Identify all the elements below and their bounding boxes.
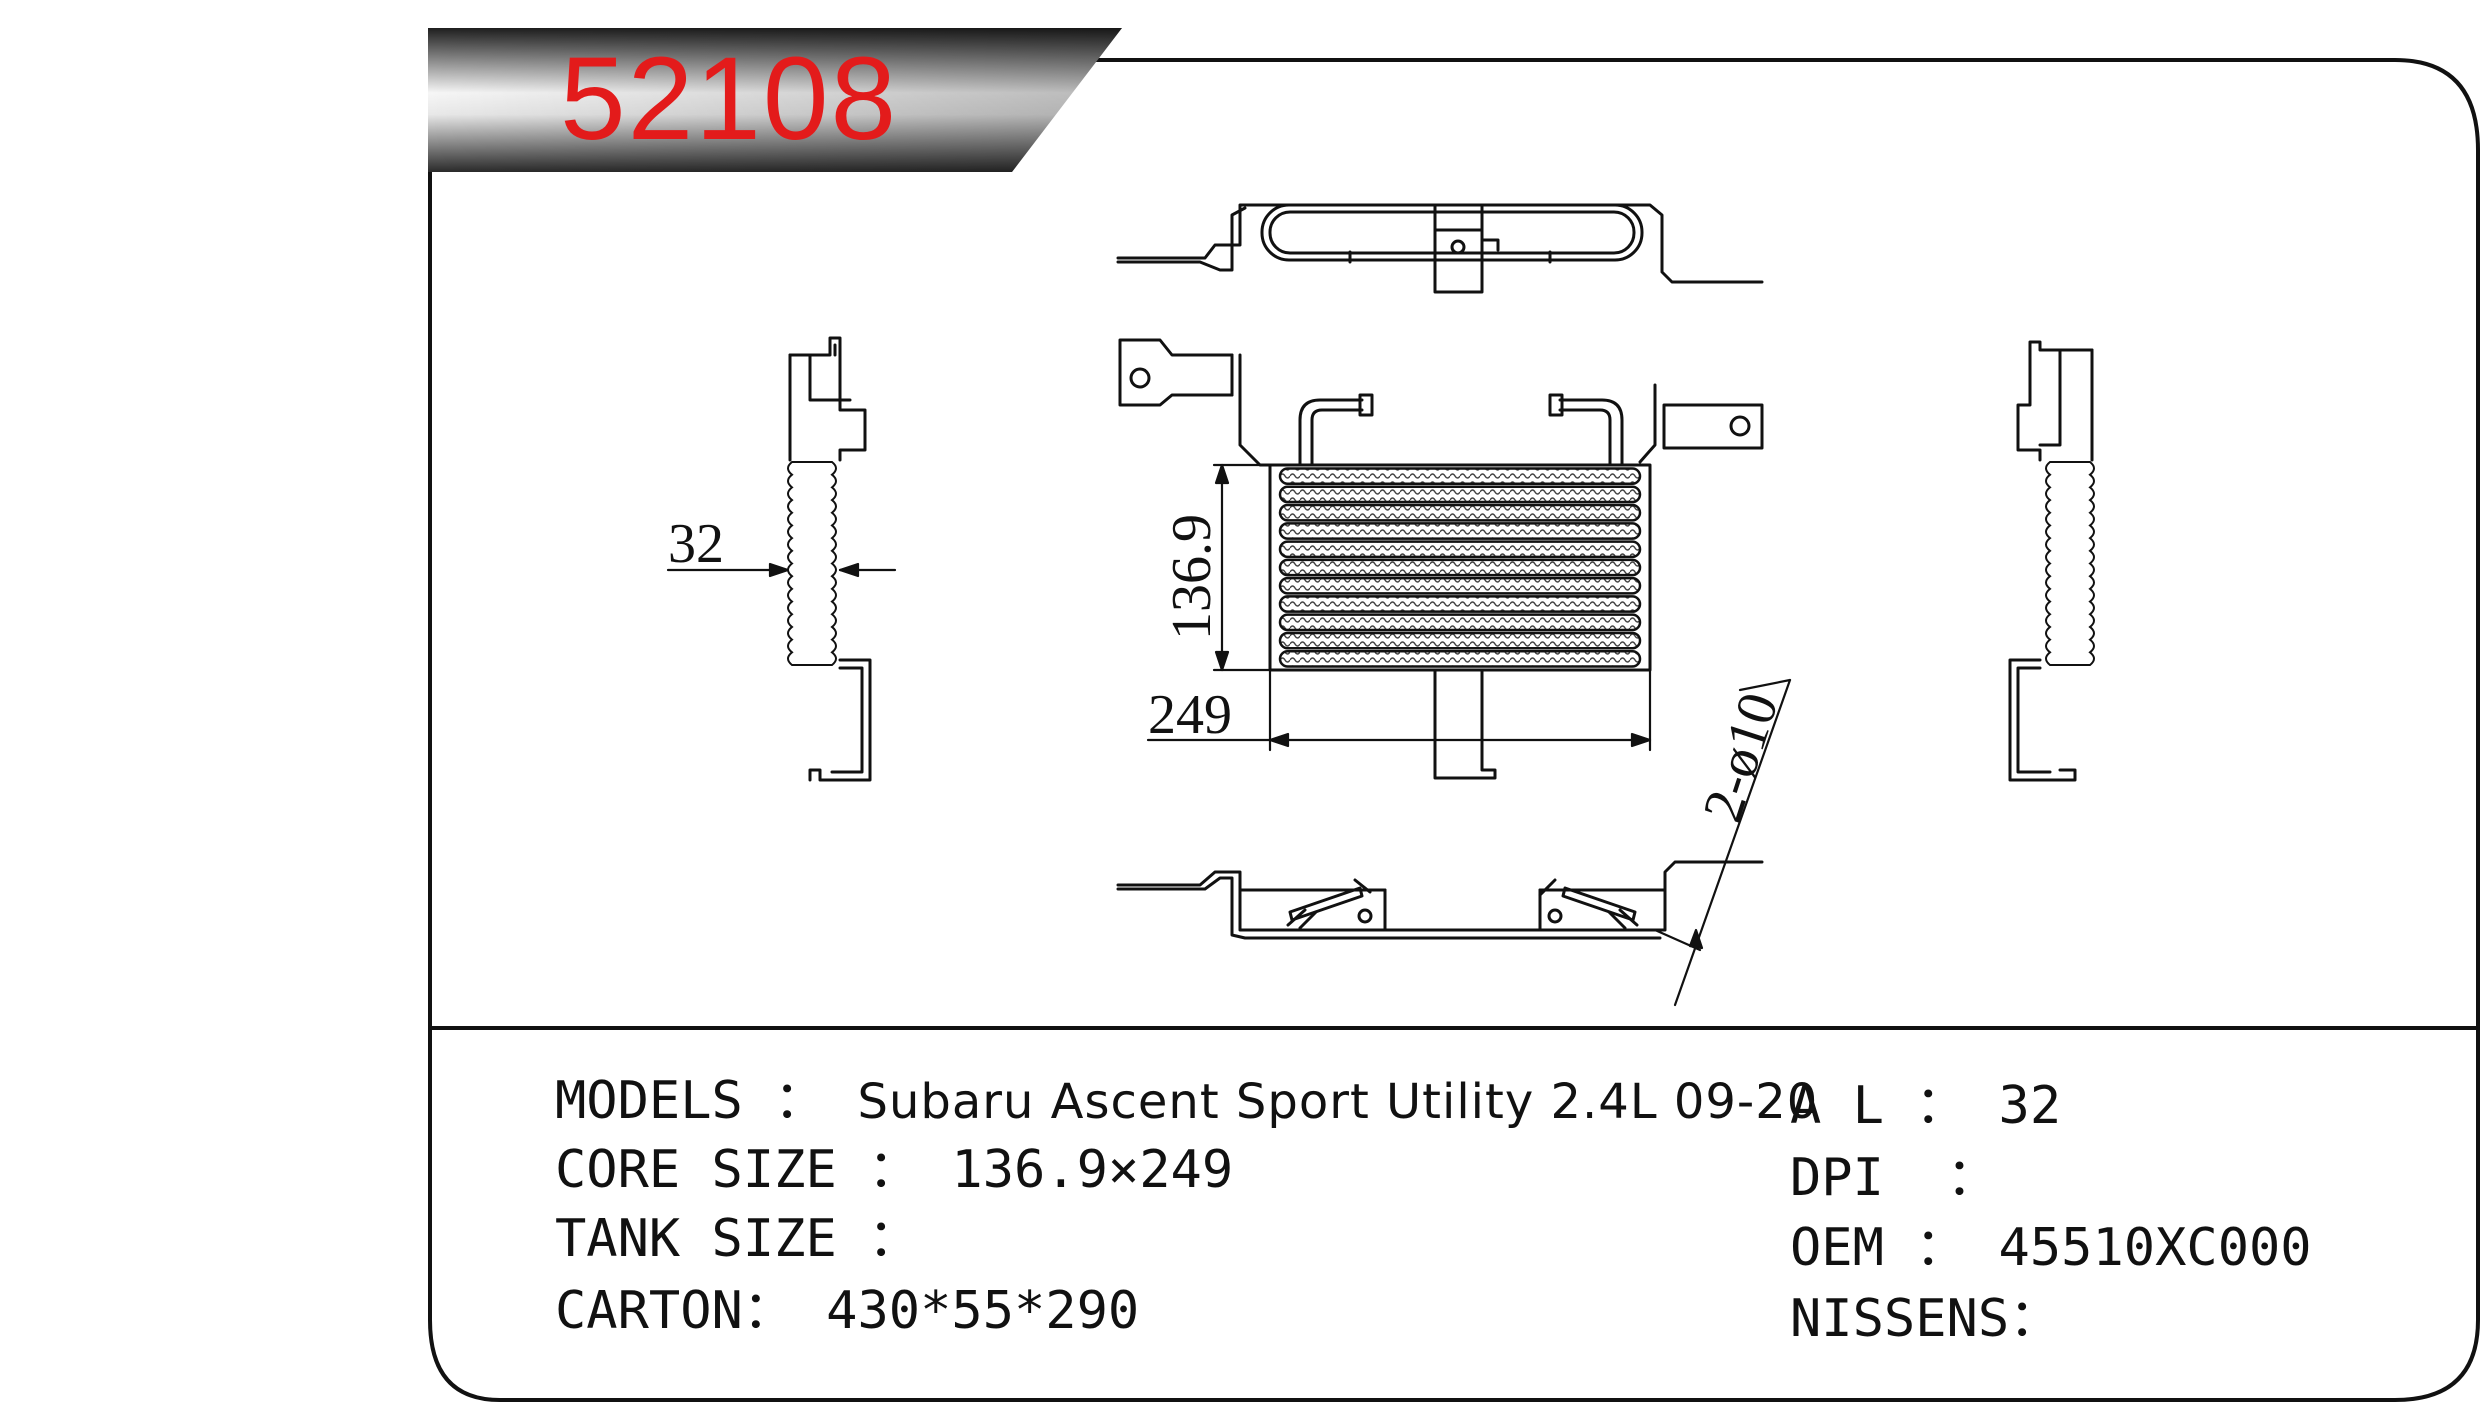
spec-core-size-value: 136.9×249 (951, 1140, 1234, 1200)
core-tube (1278, 576, 1642, 595)
core-tube (1278, 649, 1642, 668)
dim-core-height: 136.9 (1161, 514, 1223, 640)
right-side-view (2008, 340, 2094, 782)
spec-models-value: Subaru Ascent Sport Utility 2.4L 09-20 (857, 1074, 1819, 1130)
spec-oem: OEM ： 45510XC000 (1790, 1218, 2312, 1278)
spec-nissens: NISSENS： (1790, 1289, 2062, 1349)
top-view (1116, 203, 1764, 294)
dimension-lines (666, 463, 1792, 1007)
core-tube (1278, 522, 1642, 540)
core-tube (1278, 558, 1642, 577)
spec-tank-size: TANK SIZE ： (555, 1209, 952, 1269)
spec-al: A L ： 32 (1790, 1076, 2062, 1136)
dim-side-width: 32 (668, 513, 724, 575)
dim-holes: 2-ø10 (1691, 686, 1790, 829)
spec-oem-value: 45510XC000 (1998, 1218, 2312, 1278)
left-side-core (787, 461, 837, 666)
spec-carton: CARTON： 430*55*290 (555, 1281, 1140, 1341)
spec-core-size: CORE SIZE ： 136.9×249 (555, 1140, 1234, 1200)
core-tube (1278, 503, 1642, 522)
spec-carton-value: 430*55*290 (826, 1281, 1140, 1341)
right-side-core (2045, 461, 2095, 666)
left-side-view (788, 336, 872, 782)
core-tube (1278, 540, 1642, 559)
core-tubes (1278, 467, 1642, 668)
frame-outline (428, 58, 2480, 1402)
core-tube (1278, 613, 1642, 632)
core-tube (1278, 485, 1642, 504)
spec-dpi: DPI ： (1790, 1148, 2030, 1208)
dim-core-width: 249 (1148, 684, 1232, 746)
spec-models: MODELS ： Subaru Ascent Sport Utility 2.4… (555, 1071, 1819, 1131)
part-number: 52108 (560, 33, 899, 165)
core-tube (1278, 631, 1642, 650)
bottom-view (1116, 860, 1764, 940)
spec-al-value: 32 (1998, 1076, 2062, 1136)
core-tube (1278, 467, 1642, 486)
core-tube (1278, 595, 1642, 613)
